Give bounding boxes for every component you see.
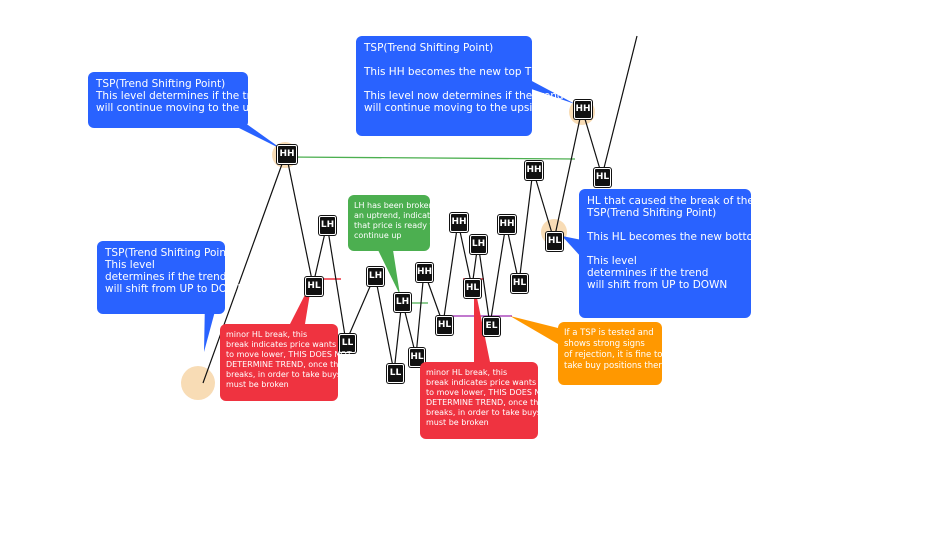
callout-line: will continue moving to the upside [364,102,546,114]
callout-title: TSP(Trend Shifting Point) [364,42,494,54]
marker-hl: HL [511,274,528,293]
callout-line: LH has been broken in [354,201,444,210]
callout-line: to move lower, THIS DOES NOT [226,350,352,359]
callout-line: that price is ready to [354,221,438,230]
marker-hl: HL [305,277,323,296]
callout-line: continue up [354,231,402,240]
marker-hl: HL [464,279,481,298]
callout-tsp-new-bottom: HL that caused the break of the TSP(Tren… [579,189,787,318]
callout-line: will shift from UP to DOWN [587,279,728,291]
callout-line: will continue moving to the upside [96,102,278,114]
tsp-level-green [285,156,576,160]
callout-minor-hl-2: minor HL break, this break indicates pri… [420,362,567,439]
callout-tsp-down: TSP(Trend Shifting Point) This level det… [97,241,246,314]
callout-line: an uptrend, indicating [354,211,443,220]
callout-line: HL that caused the break of the [587,195,754,207]
callout-line: breaks, in order to take buys a LH [226,370,362,379]
callout-line: TSP(Trend Shifting Point) [587,207,717,219]
callout-line: This HL becomes the new bottom TSP [587,231,787,243]
callout-line: determines if the trend [105,271,227,283]
price-path [202,35,638,384]
marker-hh: HH [416,263,433,282]
pointer-tsp-tested [510,316,558,344]
marker-hh: HH [525,161,543,180]
callout-line: TSP(Trend Shifting Point) [105,247,235,259]
marker-hl: HL [436,316,453,335]
callout-tsp-tested: If a TSP is tested and shows strong sign… [558,322,667,385]
callout-line: will shift from UP to DOWN [105,283,246,295]
callout-line: break indicates price wants [426,378,537,387]
marker-el: EL [483,317,500,336]
callout-line: If a TSP is tested and [564,328,654,338]
marker-lh: LH [394,293,411,312]
callout-tsp-new-top: TSP(Trend Shifting Point) This HH become… [356,36,564,136]
callout-line: This level determines if the trend [96,90,271,102]
marker-ll: LL [339,334,356,353]
tsp-highlight-start [181,366,215,400]
callout-line: determines if the trend [587,267,709,279]
pointer-lh-broken [378,250,400,295]
callout-line: must be broken [226,380,289,389]
marker-hh: HH [450,213,468,232]
callout-line: minor HL break, this [226,330,308,339]
callout-line: break indicates price wants [226,340,337,349]
marker-hl: HL [546,232,563,251]
callout-line: This level [105,259,155,271]
callout-line: of rejection, it is fine to [564,350,663,360]
callout-line: breaks, in order to take buys a LH [426,408,562,417]
callout-line: DETERMINE TREND, once this level [226,360,367,369]
callout-line: must be broken [426,418,489,427]
pointer-tsp-new-bottom [562,236,582,258]
marker-ll: LL [387,364,404,383]
callout-line: This level [587,255,637,267]
callout-line: This HH becomes the new top TSP [364,66,545,78]
marker-lh: LH [470,235,487,254]
pointer-minor-hl-2 [474,283,490,362]
callout-line: take buy positions there [564,361,667,371]
callout-lh-broken: LH has been broken in an uptrend, indica… [348,195,444,251]
callout-line: This level now determines if the trend [364,90,564,102]
marker-hl: HL [409,348,425,367]
marker-hh: HH [498,215,516,234]
callout-line: shows strong signs [564,339,645,349]
callout-line: to move lower, THIS DOES NOT [426,388,552,397]
callout-line: DETERMINE TREND, once this level [426,398,567,407]
callout-tsp-upside: TSP(Trend Shifting Point) This level det… [88,72,278,128]
callout-line: minor HL break, this [426,368,508,377]
callout-line: TSP(Trend Shifting Point) [96,78,226,90]
marker-hh: HH [277,145,297,164]
pointer-tsp-upside [233,125,283,150]
marker-lh: LH [319,216,336,235]
callout-minor-hl-1: minor HL break, this break indicates pri… [220,324,367,401]
marker-lh: LH [367,267,384,286]
marker-hl: HL [594,168,611,187]
marker-hh: HH [574,100,592,119]
